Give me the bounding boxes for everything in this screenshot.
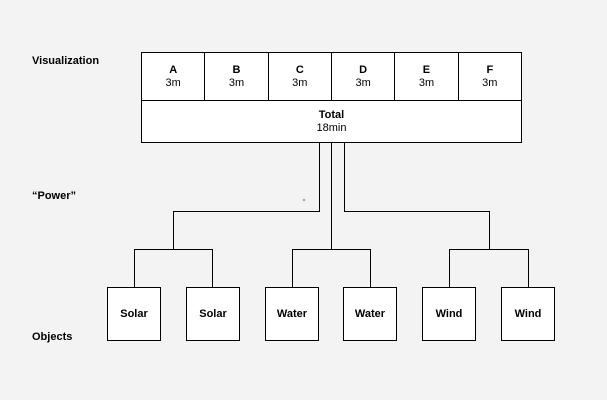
segment-time: 3m (292, 76, 308, 89)
object-box-solar: Solar (107, 287, 161, 341)
segment-name: C (295, 63, 304, 76)
object-box-wind: Wind (422, 287, 476, 341)
connector-solar-split (134, 249, 213, 287)
segment-cell-f: F 3m (459, 53, 521, 100)
total-name: Total (318, 108, 345, 121)
segment-time: 3m (228, 76, 245, 89)
segment-time: 3m (418, 76, 435, 89)
segment-time: 3m (165, 76, 181, 89)
segment-cell-a: A 3m (142, 53, 206, 100)
object-box-water: Water (265, 287, 319, 341)
stray-dot (303, 199, 305, 201)
objects-label: Objects (32, 331, 73, 343)
object-box-wind: Wind (501, 287, 555, 341)
segment-name: E (422, 63, 431, 76)
connector-wind (344, 143, 490, 250)
segment-name: A (169, 63, 178, 76)
segment-time: 3m (482, 76, 498, 89)
connector-solar (173, 143, 320, 250)
segment-name: B (232, 63, 241, 76)
segment-row: A 3m B 3m C 3m D 3m E 3m F 3m (141, 52, 522, 101)
object-box-solar: Solar (186, 287, 240, 341)
connector-water-split (292, 249, 371, 287)
power-label: “Power” (32, 190, 77, 202)
segment-time: 3m (355, 76, 371, 89)
object-box-water: Water (343, 287, 397, 341)
segment-cell-e: E 3m (395, 53, 459, 100)
segment-name: F (486, 63, 494, 76)
total-box: Total 18min (141, 100, 522, 143)
visualization-label: Visualization (32, 55, 100, 67)
total-time: 18min (316, 121, 347, 134)
segment-cell-c: C 3m (269, 53, 332, 100)
segment-cell-b: B 3m (205, 53, 269, 100)
segment-name: D (359, 63, 368, 76)
connector-wind-split (449, 249, 529, 287)
segment-cell-d: D 3m (332, 53, 396, 100)
